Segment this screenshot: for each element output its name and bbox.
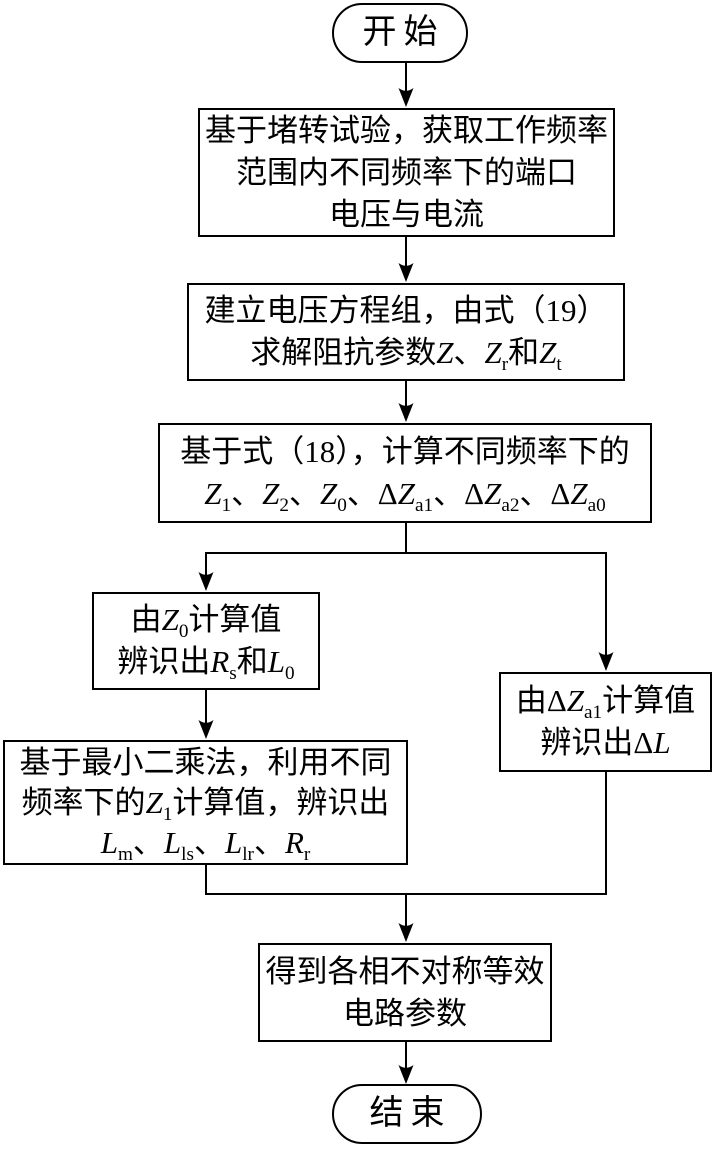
text-line: 建立电压方程组，由式（19） bbox=[204, 293, 608, 328]
text-line: 基于堵转试验，获取工作频率 bbox=[205, 112, 608, 148]
end-terminator: 结束 bbox=[332, 1084, 482, 1144]
arrow-split-to-identify-rs bbox=[198, 552, 214, 591]
arrow-acquire-to-equations bbox=[398, 237, 414, 282]
text-line: 由Z0计算值 bbox=[130, 602, 282, 643]
text-line: 基于最小二乘法，利用不同 bbox=[19, 744, 392, 780]
text-line: 基于式（18），计算不同频率下的 bbox=[180, 434, 630, 469]
text-line: Z1、Z2、Z0、ΔZa1、ΔZa2、ΔZa0 bbox=[204, 476, 606, 517]
text-line: 电路参数 bbox=[343, 995, 467, 1031]
process-solve-impedance-params: 建立电压方程组，由式（19） 求解阻抗参数Z、Zr和Zt bbox=[187, 283, 625, 381]
text-line: 辨识出Rs和L0 bbox=[117, 644, 295, 685]
text-line: 电压与电流 bbox=[329, 196, 484, 232]
text-line: 辨识出ΔL bbox=[540, 725, 671, 760]
arrow-result-to-end bbox=[398, 1042, 414, 1084]
process-result-parameters: 得到各相不对称等效电路参数 bbox=[258, 943, 552, 1042]
arrow-split-to-identify-dl bbox=[598, 552, 614, 671]
process-acquire-port-data: 基于堵转试验，获取工作频率范围内不同频率下的端口电压与电流 bbox=[198, 108, 615, 237]
branch-split-connector bbox=[206, 523, 606, 554]
process-identify-delta-l: 由ΔZa1计算值辨识出ΔL bbox=[499, 672, 712, 772]
text-line: 求解阻抗参数Z、Zr和Zt bbox=[250, 335, 562, 376]
process-calc-sequence-impedances: 基于式（18），计算不同频率下的 Z1、Z2、Z0、ΔZa1、ΔZa2、ΔZa0 bbox=[158, 423, 652, 523]
start-terminator: 开始 bbox=[332, 3, 468, 63]
text-line: 频率下的Z1计算值，辨识出 bbox=[21, 784, 390, 825]
text-line: 得到各相不对称等效 bbox=[265, 953, 545, 989]
text-line: 由ΔZa1计算值 bbox=[515, 683, 696, 724]
text-line: Lm、Lls、Llr、Rr bbox=[100, 824, 311, 865]
arrow-identify-rs-to-lsq bbox=[198, 690, 214, 739]
arrow-merge-to-result bbox=[398, 894, 414, 942]
text-line: 范围内不同频率下的端口 bbox=[236, 154, 577, 190]
arrow-start-to-acquire bbox=[398, 63, 414, 107]
process-identify-rs-l0: 由Z0计算值辨识出Rs和L0 bbox=[92, 592, 320, 690]
arrow-equations-to-calc bbox=[398, 381, 414, 422]
